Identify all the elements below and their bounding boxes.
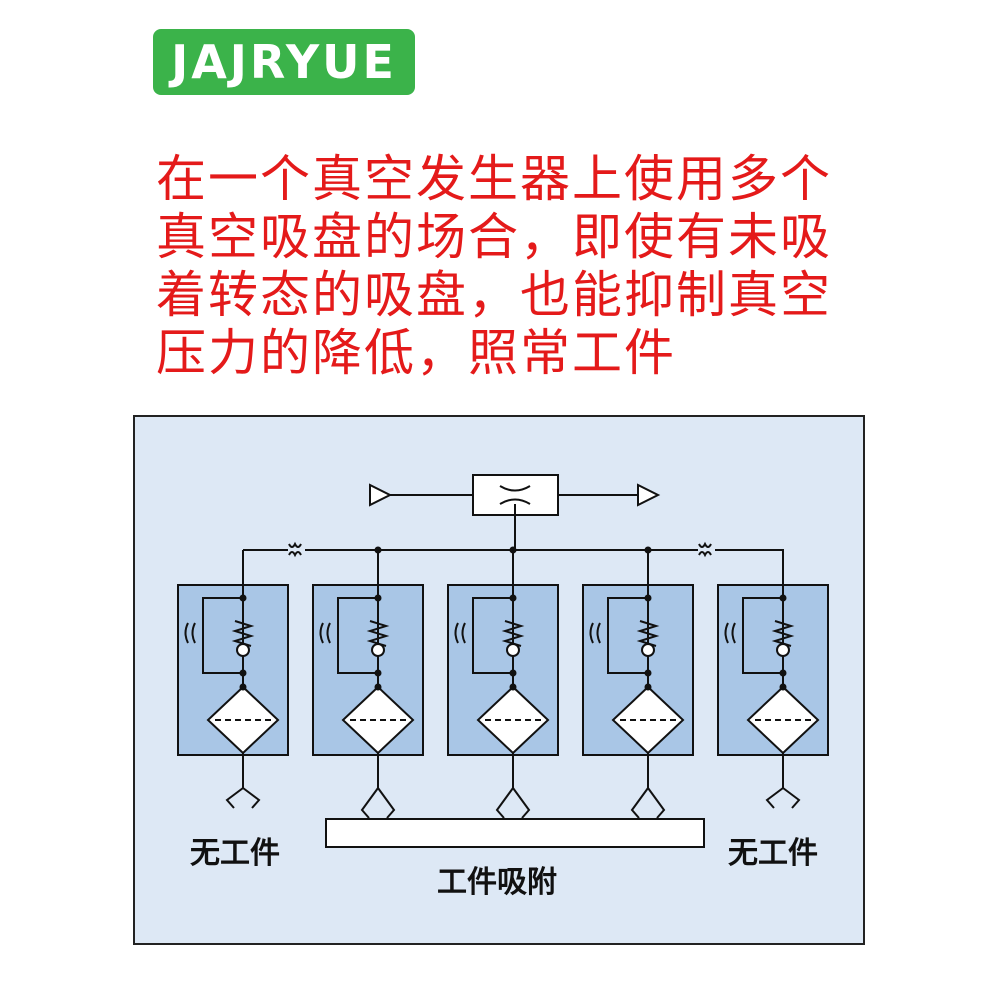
bypass-loop-4 xyxy=(607,597,649,674)
filter-icon-4 xyxy=(611,685,685,755)
junction-dot-2-2 xyxy=(374,594,382,602)
junction-dot-5-2 xyxy=(779,594,787,602)
line-break-left-icon-2 xyxy=(288,551,302,558)
junction-dot-4-3 xyxy=(644,669,652,677)
junction-dot-2-4 xyxy=(374,683,382,691)
junction-dot-4-4 xyxy=(644,683,652,691)
label-no-workpiece-right: 无工件 xyxy=(728,836,818,871)
junction-dot-3-2 xyxy=(509,594,517,602)
filter-icon-1 xyxy=(206,685,280,755)
suction-cup-icon-2 xyxy=(360,763,396,819)
brand-logo: JAJRYUE xyxy=(153,29,415,95)
junction-dot-2-1 xyxy=(374,546,382,554)
label-workpiece-attached: 工件吸附 xyxy=(437,865,557,900)
line-break-right-icon-2 xyxy=(698,551,712,558)
check-valve-spring-icon-4 xyxy=(636,620,660,647)
caption-line-2: 真空吸盘的场合，即使有未吸 xyxy=(156,208,832,266)
filter-icon-2 xyxy=(341,685,415,755)
suction-cup-icon-1 xyxy=(225,763,261,809)
bypass-loop-1 xyxy=(202,597,244,674)
check-valve-spring-icon-1 xyxy=(231,620,255,647)
check-valve-ball-icon-3 xyxy=(506,643,520,657)
check-valve-spring-icon-2 xyxy=(366,620,390,647)
bypass-loop-3 xyxy=(472,597,514,674)
venturi-upper-icon xyxy=(499,485,531,492)
restrictor-icon-5 xyxy=(724,622,736,644)
bypass-loop-5 xyxy=(742,597,784,674)
label-no-workpiece-left: 无工件 xyxy=(190,836,280,871)
exhaust-arrow-icon xyxy=(637,483,661,507)
supply-arrow-icon xyxy=(369,483,393,507)
workpiece-bar xyxy=(325,818,705,848)
restrictor-icon-4 xyxy=(589,622,601,644)
filter-icon-3 xyxy=(476,685,550,755)
junction-dot-3-4 xyxy=(509,683,517,691)
check-valve-spring-icon-5 xyxy=(771,620,795,647)
restrictor-icon-2 xyxy=(319,622,331,644)
check-valve-ball-icon-5 xyxy=(776,643,790,657)
bypass-loop-2 xyxy=(337,597,379,674)
check-valve-ball-icon-4 xyxy=(641,643,655,657)
junction-dot-5-3 xyxy=(779,669,787,677)
junction-dot-5-4 xyxy=(779,683,787,691)
junction-dot-1-4 xyxy=(239,683,247,691)
junction-dot-1-2 xyxy=(239,594,247,602)
junction-dot-2-3 xyxy=(374,669,382,677)
line-break-right-icon xyxy=(698,541,712,548)
check-valve-ball-icon-2 xyxy=(371,643,385,657)
caption-line-3: 着转态的吸盘，也能抑制真空 xyxy=(156,266,832,324)
junction-dot-1-3 xyxy=(239,669,247,677)
suction-cup-icon-5 xyxy=(765,763,801,809)
check-valve-ball-icon-1 xyxy=(236,643,250,657)
venturi-lower-icon xyxy=(499,498,531,505)
static-circuit xyxy=(243,474,784,848)
junction-dot-4-1 xyxy=(644,546,652,554)
junction-dot-4-2 xyxy=(644,594,652,602)
caption-line-4: 压力的降低，照常工件 xyxy=(156,324,676,382)
check-valve-spring-icon-3 xyxy=(501,620,525,647)
restrictor-icon-3 xyxy=(454,622,466,644)
restrictor-icon-1 xyxy=(184,622,196,644)
junction-dot-3-3 xyxy=(509,669,517,677)
caption-line-1: 在一个真空发生器上使用多个 xyxy=(156,150,832,208)
line-break-left-icon xyxy=(288,541,302,548)
brand-logo-text: JAJRYUE xyxy=(171,35,397,89)
vacuum-circuit-diagram xyxy=(177,474,829,848)
suction-modules xyxy=(177,546,829,819)
caption-text: 在一个真空发生器上使用多个 真空吸盘的场合，即使有未吸 着转态的吸盘，也能抑制真… xyxy=(156,150,876,382)
suction-cup-icon-4 xyxy=(630,763,666,819)
suction-cup-icon-3 xyxy=(495,763,531,819)
filter-icon-5 xyxy=(746,685,820,755)
junction-dot-3-1 xyxy=(509,546,517,554)
